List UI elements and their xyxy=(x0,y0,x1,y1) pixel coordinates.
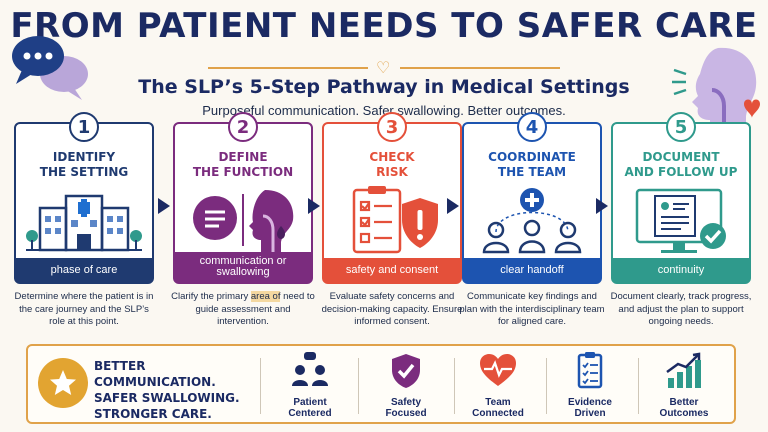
step-footer-label: phase of care xyxy=(16,258,152,282)
arrow-right-icon xyxy=(158,198,170,214)
people-icon xyxy=(292,352,328,386)
summary-banner: BETTER COMMUNICATION.SAFER SWALLOWING.ST… xyxy=(26,344,736,424)
growth-chart-icon xyxy=(666,352,701,388)
step-number-badge: 4 xyxy=(517,112,547,142)
step-footer-label: safety and consent xyxy=(324,258,460,282)
arrow-right-icon xyxy=(596,198,608,214)
page-title: FROM PATIENT NEEDS TO SAFER CARE xyxy=(10,6,758,46)
clipboard-icon xyxy=(577,352,603,389)
step-number-badge: 5 xyxy=(666,112,696,142)
star-icon xyxy=(38,358,88,408)
hospital-icon xyxy=(26,194,142,252)
arrow-right-icon xyxy=(308,198,320,214)
step-description: Determine where the patient is in the ca… xyxy=(14,291,154,327)
banner-slogan: BETTER COMMUNICATION.SAFER SWALLOWING.ST… xyxy=(94,359,240,421)
step-description: Evaluate safety concerns and decision-ma… xyxy=(321,291,463,327)
heart-outline-icon: ♡ xyxy=(376,60,391,77)
step-number-badge: 1 xyxy=(69,112,99,142)
speech-bubbles-icon xyxy=(12,36,88,100)
title-divider: ♡ xyxy=(208,60,560,77)
step-description: Document clearly, track progress, and ad… xyxy=(610,291,752,327)
step-number-badge: 3 xyxy=(377,112,407,142)
step-footer-label: communication or swallowing xyxy=(175,252,311,282)
shield-check-icon xyxy=(392,354,420,388)
step-description: Communicate key findings and plan with t… xyxy=(459,291,605,327)
monitor-document-icon xyxy=(635,188,726,253)
step-description: Clarify the primary area of need to guid… xyxy=(171,291,315,327)
heart-pulse-icon xyxy=(480,354,516,386)
checklist-shield-icon xyxy=(352,186,438,254)
speech-swallow-icon xyxy=(193,190,294,252)
arrow-right-icon xyxy=(447,198,459,214)
page-tagline: Purposeful communication. Safer swallowi… xyxy=(202,103,566,118)
page-subtitle: The SLP’s 5-Step Pathway in Medical Sett… xyxy=(138,76,630,98)
step-number-badge: 2 xyxy=(228,112,258,142)
head-profile-icon xyxy=(672,47,760,130)
team-network-icon xyxy=(482,188,582,254)
step-footer-label: clear handoff xyxy=(464,258,600,282)
step-footer-label: continuity xyxy=(613,258,749,282)
